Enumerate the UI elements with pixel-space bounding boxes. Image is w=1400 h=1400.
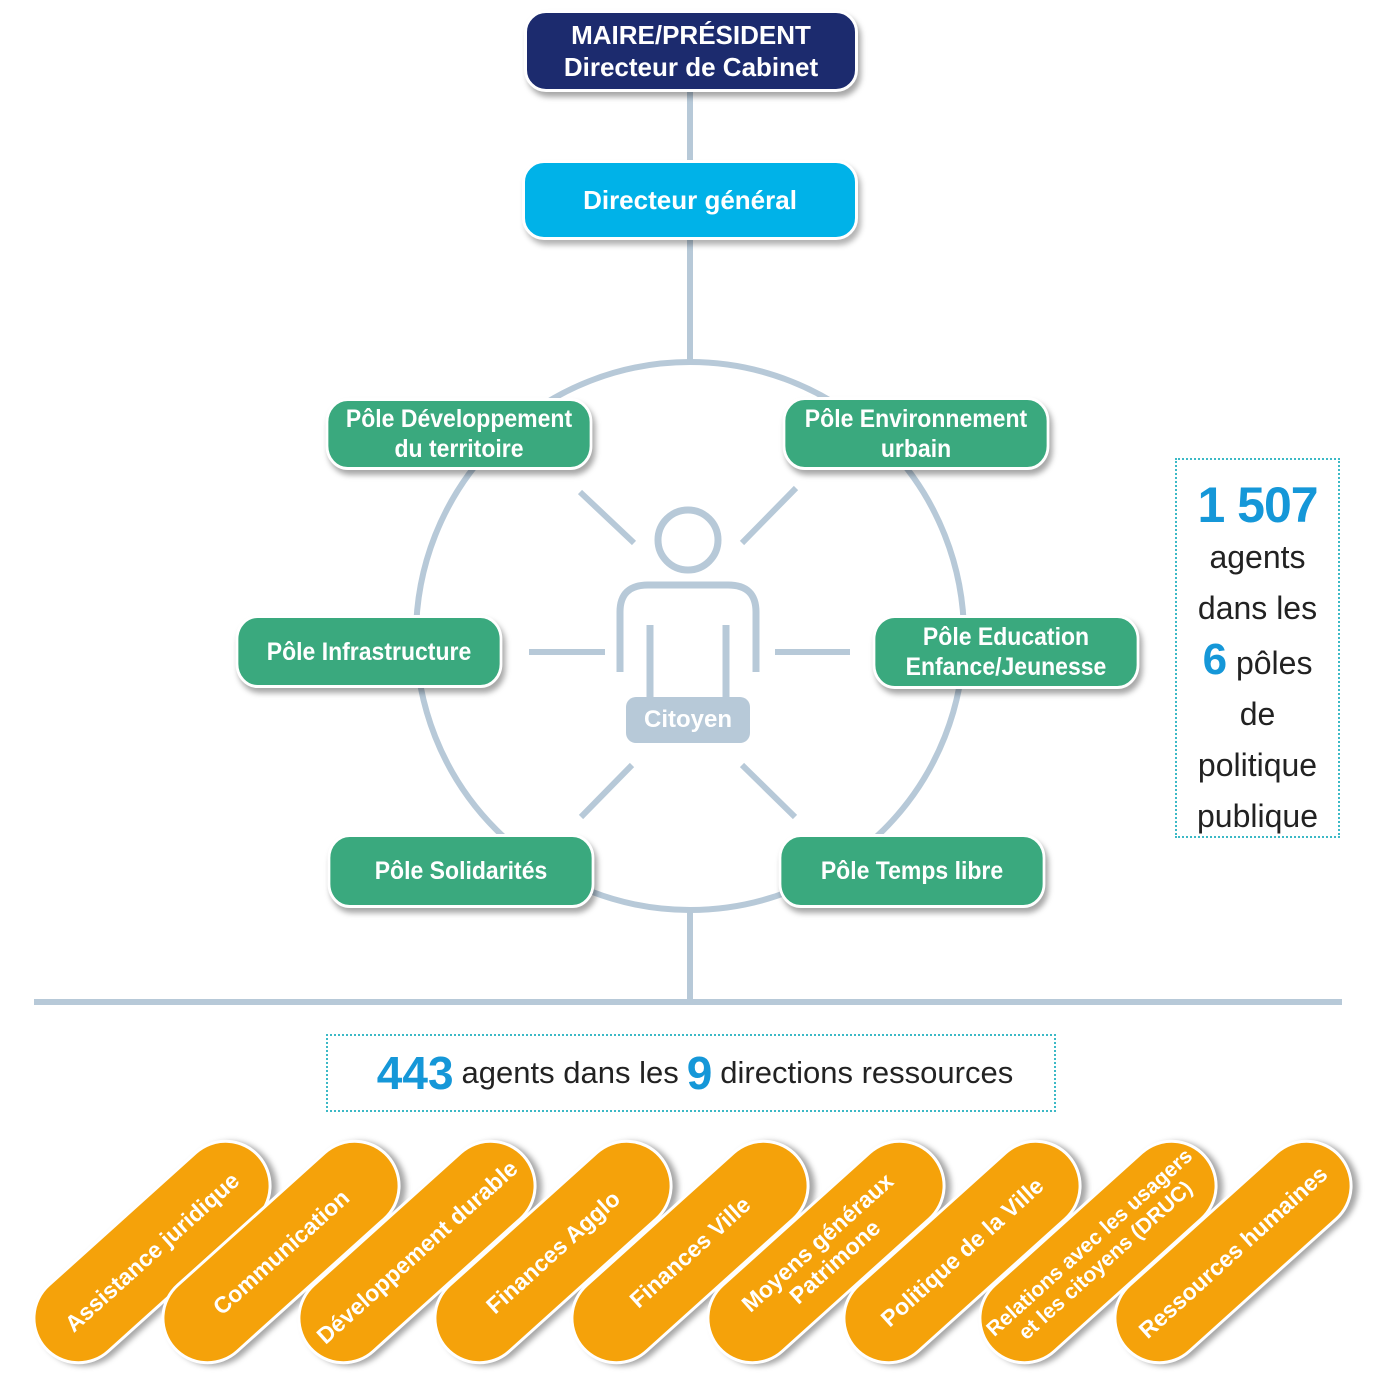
- pole-education: Pôle Education Enfance/Jeunesse: [872, 615, 1140, 689]
- spoke-top-right: [739, 485, 799, 546]
- poles-agents-word: agents: [1209, 539, 1306, 575]
- poles-de: de: [1239, 696, 1276, 732]
- person-outline-icon: [616, 506, 760, 700]
- poles-dans-les: dans les: [1197, 590, 1318, 626]
- resources-text-end: directions ressources: [720, 1055, 1014, 1090]
- resources-agents-count: 443: [376, 1047, 454, 1099]
- mayor-title: MAIRE/PRÉSIDENT: [571, 20, 811, 50]
- pole-temps-libre-label: Pôle Temps libre: [820, 857, 1004, 885]
- poles-agents-count: 1 507: [1197, 477, 1318, 533]
- pole-environnement-line2: urbain: [880, 434, 952, 463]
- poles-stats-box: 1 507 agents dans les 6 pôles de politiq…: [1175, 458, 1340, 838]
- pole-temps-libre: Pôle Temps libre: [778, 834, 1046, 908]
- citoyen-text: Citoyen: [643, 706, 732, 733]
- resources-stats-box: 443 agents dans les 9 directions ressour…: [326, 1034, 1056, 1112]
- poles-word: pôles: [1235, 645, 1313, 681]
- resources-directions-count: 9: [686, 1047, 713, 1099]
- poles-count: 6: [1202, 635, 1228, 684]
- pole-environnement-line1: Pôle Environnement: [804, 404, 1028, 433]
- pole-developpement-line2: du territoire: [394, 435, 524, 463]
- pole-solidarites: Pôle Solidarités: [327, 834, 595, 908]
- pole-developpement: Pôle Développement du territoire: [325, 398, 593, 470]
- citoyen-label: Citoyen: [626, 697, 750, 743]
- mayor-box: MAIRE/PRÉSIDENT Directeur de Cabinet: [524, 10, 858, 92]
- spoke-bottom-right: [739, 762, 798, 820]
- spoke-bottom-left: [578, 762, 635, 820]
- pole-developpement-line1: Pôle Développement: [345, 405, 573, 433]
- pole-education-line1: Pôle Education: [922, 623, 1090, 651]
- pole-infrastructure-label: Pôle Infrastructure: [266, 637, 472, 666]
- poles-publique: publique: [1197, 798, 1318, 834]
- pole-infrastructure: Pôle Infrastructure: [235, 615, 503, 688]
- pole-environnement: Pôle Environnement urbain: [782, 397, 1050, 470]
- poles-politique: politique: [1197, 747, 1318, 783]
- spoke-top-left: [577, 489, 637, 546]
- resources-text-mid: agents dans les: [461, 1055, 679, 1090]
- director-general-box: Directeur général: [522, 160, 858, 240]
- poles-count-line: 6 pôles: [1177, 634, 1338, 689]
- director-general-label: Directeur général: [583, 184, 797, 215]
- pole-education-line2: Enfance/Jeunesse: [905, 653, 1107, 681]
- cabinet-director: Directeur de Cabinet: [563, 52, 819, 82]
- pole-solidarites-label: Pôle Solidarités: [374, 857, 548, 885]
